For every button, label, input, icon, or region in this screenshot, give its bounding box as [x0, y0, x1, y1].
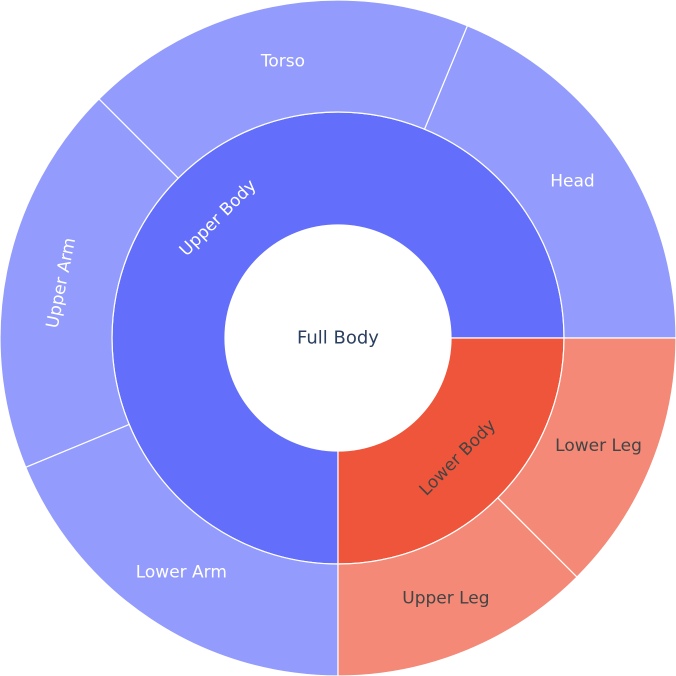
label-lower-arm: Lower Arm	[136, 562, 227, 582]
label-lower-leg: Lower Leg	[555, 436, 642, 456]
label-full-body: Full Body	[297, 328, 379, 349]
label-torso: Torso	[260, 51, 305, 71]
label-head: Head	[550, 171, 594, 191]
label-upper-leg: Upper Leg	[402, 589, 489, 609]
